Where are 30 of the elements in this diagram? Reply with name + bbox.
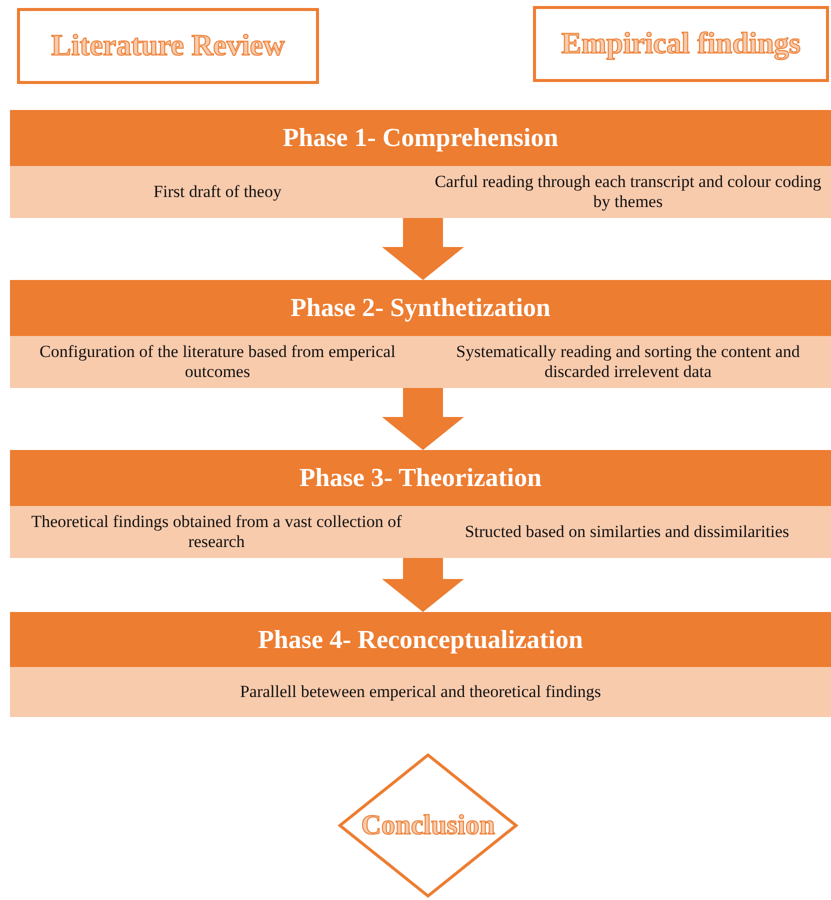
cell-text: Theoretical findings obtained from a vast collection of research [30, 512, 403, 552]
box-title: Empirical findings [561, 27, 801, 61]
phase-cell [10, 506, 423, 558]
phase-cell [10, 166, 425, 218]
cell-text: Parallell beteween emperical and theoretical findings [240, 682, 602, 702]
phase-title: Phase 1- Comprehension [282, 122, 558, 152]
cell-text: Configuration of the literature based from emperical outcomes [38, 342, 396, 382]
phase-band [10, 110, 831, 218]
block-arrow [382, 218, 464, 280]
phase-title: Phase 4- Reconceptualization [258, 624, 583, 654]
phase-cell [10, 336, 425, 388]
source-box [17, 8, 319, 84]
cell-text: Structed based on similarties and dissimilarities [464, 522, 790, 542]
phase-cell [10, 667, 831, 717]
cell-text: Systematically reading and sorting the content and discarded irrelevent data [455, 342, 801, 382]
phase-band [10, 280, 831, 388]
block-arrow [382, 558, 464, 612]
box-title: Literature Review [51, 29, 285, 63]
source-box [533, 6, 829, 82]
block-arrow [382, 388, 464, 450]
phase-cell [425, 336, 831, 388]
phase-title: Phase 3- Theorization [299, 462, 542, 492]
phase-cell [425, 166, 831, 218]
diamond-label: Conclusion [361, 810, 495, 842]
phase-band [10, 450, 831, 558]
phase-title: Phase 2- Synthetization [290, 292, 550, 322]
phase-cell [423, 506, 831, 558]
cell-text: Carful reading through each transcript and colour coding by themes [434, 172, 822, 212]
cell-text: First draft of theoy [154, 182, 282, 202]
phase-band [10, 612, 831, 717]
